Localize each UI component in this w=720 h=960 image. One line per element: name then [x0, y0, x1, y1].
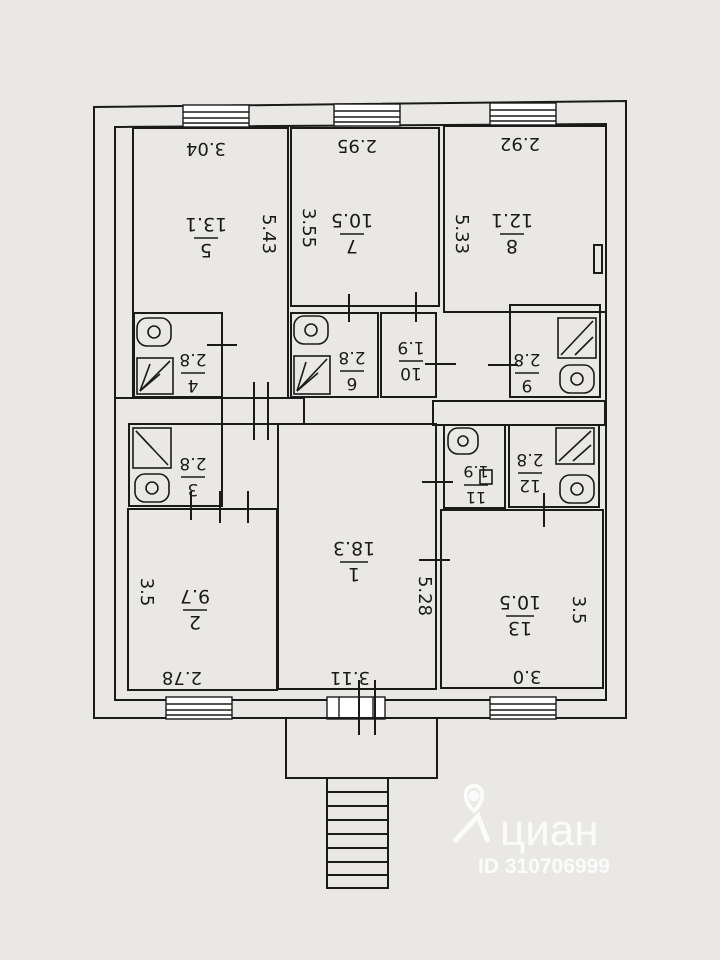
- room-area: 13.1: [185, 213, 227, 235]
- window-top-left: [182, 104, 250, 128]
- shower-icon: [293, 355, 331, 395]
- dimension-label: 2.95: [337, 135, 377, 156]
- room-1-label: 1 18.3: [333, 537, 375, 585]
- room-number: 6: [347, 373, 358, 393]
- room-number: 3: [188, 479, 199, 499]
- room-11-label: 11 1.9: [463, 462, 488, 507]
- doors: [190, 292, 545, 735]
- room-12-label: 12 2.8: [516, 449, 543, 495]
- dimension-label: 5.33: [451, 214, 472, 254]
- shower-icon: [132, 427, 172, 469]
- room-number: 9: [522, 375, 533, 395]
- outer-walls: [93, 99, 627, 719]
- window-top-middle: [333, 103, 401, 127]
- room-2-label: 2 9.7: [180, 585, 210, 633]
- toilet-icon: [447, 427, 479, 455]
- room-area: 2.8: [179, 349, 206, 369]
- room-8-label: 8 12.1: [491, 209, 533, 257]
- room-number: 10: [400, 363, 422, 383]
- room-7-label: 7 10.5: [331, 209, 373, 257]
- room-number: 8: [506, 235, 518, 257]
- room-number: 7: [346, 235, 358, 257]
- room-number: 5: [200, 239, 212, 261]
- windows: [165, 102, 557, 720]
- toilet-icon: [134, 473, 170, 503]
- dimension-label: 3.5: [136, 578, 157, 607]
- interior-walls: [115, 125, 607, 691]
- room-number: 4: [188, 375, 199, 395]
- room-5-label: 5 13.1: [185, 213, 227, 261]
- room-number: 12: [519, 475, 541, 495]
- window-top-right: [489, 102, 557, 126]
- dimension-label: 5.43: [258, 214, 279, 254]
- room-6-label: 6 2.8: [338, 347, 365, 393]
- room-area: 9.7: [180, 585, 210, 607]
- dimension-label: 3.0: [513, 666, 542, 687]
- room-4-label: 4 2.8: [179, 349, 206, 395]
- dimension-label: 3.5: [568, 596, 589, 625]
- toilet-icon: [559, 364, 595, 394]
- room-10-label: 10 1.9: [397, 337, 424, 383]
- room-labels: 5 13.1 7 10.5 8 12.1 4 2.8 6 2.8 10 1.9: [179, 209, 543, 639]
- room-area: 18.3: [333, 537, 375, 559]
- watermark: циан ID 310706999: [452, 783, 610, 878]
- room-area: 1.9: [463, 462, 488, 481]
- room-area: 10.5: [331, 209, 373, 231]
- watermark-id: ID 310706999: [478, 855, 610, 878]
- dimension-label: 3.55: [298, 208, 319, 248]
- room-area: 1.9: [397, 337, 424, 357]
- dimension-label: 5.28: [414, 576, 435, 616]
- dimension-labels: 3.04 2.95 2.92 5.43 3.55 5.33 3.5 2.78 3…: [136, 133, 589, 688]
- room-number: 13: [508, 617, 532, 639]
- room-area: 10.5: [499, 591, 541, 613]
- sink-icon: [479, 469, 493, 485]
- toilet-icon: [559, 474, 595, 504]
- watermark-brand: циан: [500, 806, 599, 855]
- room-area: 2.8: [516, 449, 543, 469]
- window-bottom-middle: [326, 696, 386, 720]
- shower-icon: [557, 317, 597, 359]
- shower-icon: [136, 357, 174, 395]
- window-bottom-right: [489, 696, 557, 720]
- entrance-porch: [285, 717, 438, 779]
- dimension-label: 3.04: [186, 138, 226, 159]
- shower-icon: [555, 427, 595, 465]
- room-number: 1: [348, 563, 360, 585]
- toilet-icon: [136, 317, 172, 347]
- dimension-label: 3.11: [330, 667, 370, 688]
- room-area: 12.1: [491, 209, 533, 231]
- entrance-stairs: [326, 777, 389, 889]
- sanitary-fixtures: [132, 315, 597, 504]
- dimension-label: 2.78: [162, 667, 202, 688]
- dimension-label: 2.92: [500, 133, 540, 154]
- room-area: 2.8: [338, 347, 365, 367]
- room-3-label: 3 2.8: [179, 453, 206, 499]
- window-bottom-left: [165, 696, 233, 720]
- room-area: 2.8: [513, 349, 540, 369]
- room-9-label: 9 2.8: [513, 349, 540, 395]
- room-number: 2: [189, 611, 201, 633]
- map-pin-icon: [452, 783, 491, 844]
- room-13-label: 13 10.5: [499, 591, 541, 639]
- room-number: 11: [466, 488, 486, 507]
- toilet-icon: [293, 315, 329, 345]
- room-area: 2.8: [179, 453, 206, 473]
